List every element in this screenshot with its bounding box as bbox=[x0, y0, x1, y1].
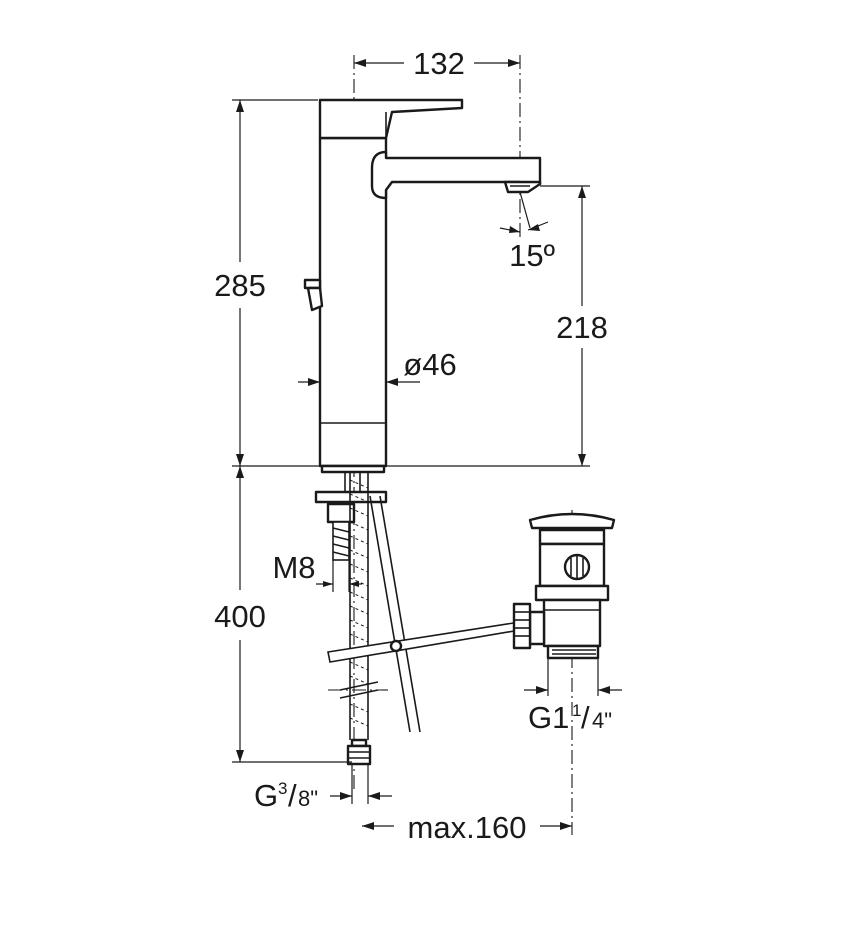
dim-label-g114: G1 1 / 4" bbox=[528, 700, 612, 735]
dim-m8-lines bbox=[316, 560, 362, 592]
dim-label-diameter-46: ø46 bbox=[403, 347, 456, 382]
dim-label-g114-slash: / bbox=[581, 700, 590, 735]
dim-d46-lines bbox=[298, 378, 420, 386]
dim-g114-lines bbox=[524, 658, 622, 696]
dim-label-max160: max.160 bbox=[408, 810, 527, 845]
dim-132-lines bbox=[354, 59, 520, 67]
dim-218-lines bbox=[386, 185, 590, 467]
dim-label-g114-den: 4" bbox=[592, 708, 612, 733]
braided-hose bbox=[339, 472, 379, 766]
dim-label-m8: M8 bbox=[272, 550, 315, 585]
dim-max160-lines bbox=[362, 822, 572, 830]
popup-rod bbox=[327, 495, 521, 733]
dim-label-g38-den: 8" bbox=[298, 786, 318, 811]
dim-label-g114-main: G1 bbox=[528, 700, 569, 735]
dim-label-15deg: 15º bbox=[509, 238, 555, 273]
waste-valve bbox=[512, 512, 616, 660]
dim-g38-lines bbox=[330, 764, 392, 804]
dim-label-g38-num: 3 bbox=[278, 779, 287, 798]
dim-label-285: 285 bbox=[214, 268, 266, 303]
dim-label-g38: G 3 / 8" bbox=[254, 778, 318, 813]
dim-label-g114-num: 1 bbox=[572, 701, 581, 720]
lever-handle bbox=[318, 98, 464, 140]
spout bbox=[370, 150, 542, 200]
dim-15deg-lines bbox=[499, 191, 549, 233]
dim-label-132: 132 bbox=[413, 46, 465, 81]
dim-label-g38-slash: / bbox=[288, 778, 297, 813]
dim-label-400: 400 bbox=[214, 599, 266, 634]
dim-label-g38-main: G bbox=[254, 778, 278, 813]
popup-knob bbox=[303, 278, 324, 312]
dim-285-lines bbox=[232, 99, 320, 467]
dim-label-218: 218 bbox=[556, 310, 608, 345]
dim-400-lines bbox=[232, 466, 352, 763]
fixing-assembly bbox=[314, 472, 388, 561]
